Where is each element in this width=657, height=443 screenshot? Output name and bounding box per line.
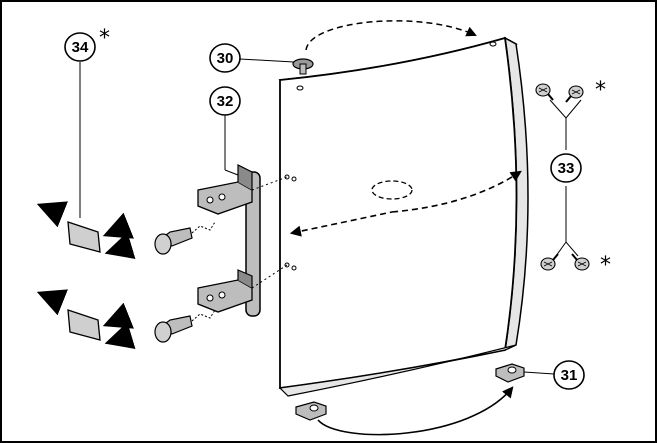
- bottom-hinge-move-arrow: [317, 386, 514, 436]
- hinge-hole-top-left: [296, 85, 304, 91]
- callout-33: 33 * *: [550, 78, 611, 278]
- callout-34-label: 34: [72, 39, 89, 56]
- handle-screw-upper: [154, 221, 216, 255]
- arrow-insert: [104, 232, 136, 259]
- callout-33-star-lower: *: [600, 253, 611, 278]
- leader-31: [523, 371, 555, 375]
- arrow-insert: [104, 322, 136, 349]
- hinge-hole-top-right: [489, 41, 497, 47]
- hinge-pin: [292, 58, 314, 75]
- callout-32-label: 32: [217, 93, 234, 110]
- top-hinge-move-arrow: [305, 20, 477, 51]
- door-rotate-arrow: [289, 170, 522, 237]
- screw-hole: [291, 176, 297, 182]
- screw-hole: [291, 265, 297, 271]
- screw-set-lower: [540, 186, 590, 271]
- door: [278, 36, 529, 397]
- cover-cap-lower: [36, 289, 136, 349]
- handle-screw-lower: [154, 309, 216, 343]
- leader-30: [239, 58, 295, 63]
- cover-cap-upper: [36, 201, 136, 259]
- screw-set-upper: [535, 83, 584, 150]
- callout-34-star: *: [99, 26, 110, 51]
- callout-32: 32: [209, 86, 241, 176]
- hinge-block-left: [295, 401, 327, 421]
- callout-30: 30: [209, 43, 241, 73]
- arrow-remove: [36, 201, 68, 228]
- callout-33-label: 33: [558, 160, 575, 177]
- arrow-remove: [36, 289, 68, 316]
- door-front-face: [279, 36, 518, 390]
- callout-31: 31: [553, 360, 585, 390]
- door-handle-assembly: [197, 164, 288, 317]
- arrow-insert: [102, 302, 134, 329]
- callout-34: 34 *: [64, 26, 110, 62]
- hinge-block-right: [495, 363, 525, 383]
- door-bottom-edge: [278, 344, 517, 397]
- arrow-insert: [102, 212, 134, 239]
- callout-31-label: 31: [561, 367, 578, 384]
- screw-hole: [284, 174, 290, 180]
- callout-33-star-upper: *: [595, 78, 606, 103]
- callout-30-label: 30: [217, 50, 234, 67]
